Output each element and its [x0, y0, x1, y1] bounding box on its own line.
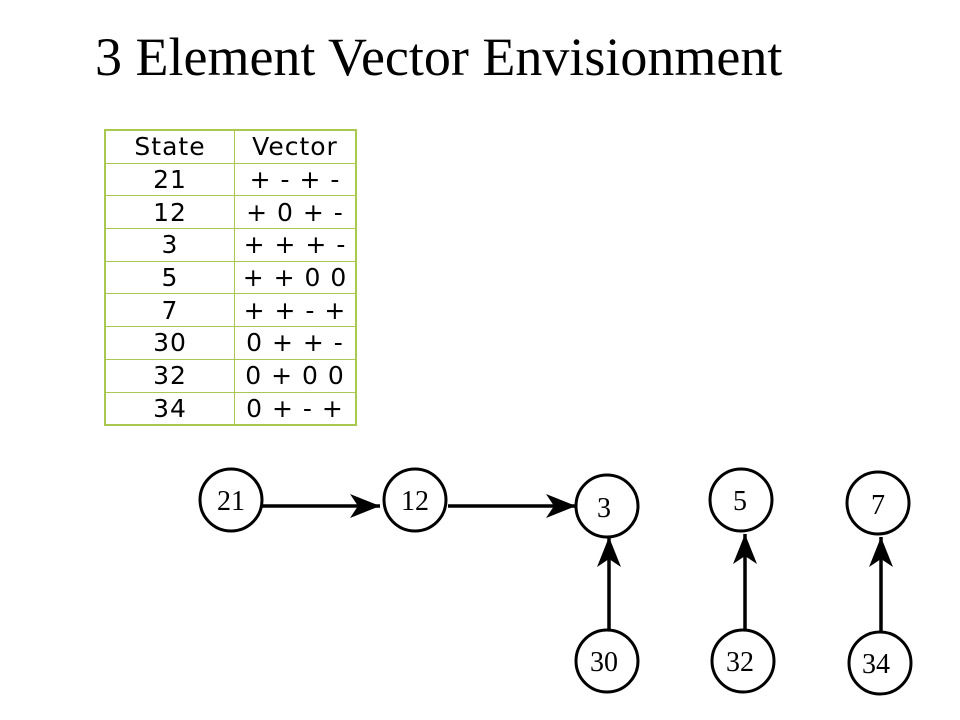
table-row: 5 + + 0 0 [104, 260, 357, 295]
node-label: 12 [401, 486, 429, 517]
node-12: 12 [382, 467, 448, 533]
node-34: 34 [847, 630, 913, 696]
slide-title: 3 Element Vector Envisionment [95, 27, 783, 87]
state-cell: 5 [104, 260, 235, 295]
node-label: 34 [862, 649, 890, 680]
state-cell: 12 [104, 195, 235, 230]
node-label: 7 [871, 490, 885, 521]
table-row: 34 0 + - + [104, 391, 357, 426]
state-cell: 32 [104, 358, 235, 393]
vector-cell: + + - + [234, 293, 357, 328]
table-row: 30 0 + + - [104, 326, 357, 360]
vector-cell: + + 0 0 [234, 260, 357, 295]
state-cell: 7 [104, 293, 235, 328]
node-label: 21 [217, 486, 245, 517]
table-row: 7 + + - + [104, 293, 357, 328]
node-32: 32 [710, 628, 776, 694]
node-label: 32 [726, 647, 754, 678]
vector-cell: 0 + + - [234, 326, 357, 360]
node-30: 30 [574, 628, 640, 694]
table-row: 12 + 0 + - [104, 195, 357, 230]
node-label: 3 [597, 493, 611, 524]
header-vector: Vector [234, 129, 357, 164]
vector-cell: + + + - [234, 228, 357, 262]
node-5: 5 [708, 467, 774, 533]
table-header-row: State Vector [104, 129, 357, 164]
node-label: 30 [590, 647, 618, 678]
node-label: 5 [733, 486, 747, 517]
node-7: 7 [845, 470, 911, 536]
vector-cell: 0 + 0 0 [234, 358, 357, 393]
table-row: 21 + - + - [104, 162, 357, 197]
node-21: 21 [198, 467, 264, 533]
node-3: 3 [574, 473, 640, 539]
vector-cell: + - + - [234, 162, 357, 197]
table-row: 3 + + + - [104, 228, 357, 262]
header-state: State [104, 129, 235, 164]
state-cell: 34 [104, 391, 235, 426]
table-row: 32 0 + 0 0 [104, 358, 357, 393]
state-cell: 30 [104, 326, 235, 360]
vector-cell: 0 + - + [234, 391, 357, 426]
state-vector-table: State Vector 21 + - + - 12 + 0 + - 3 + +… [104, 129, 357, 427]
vector-cell: + 0 + - [234, 195, 357, 230]
state-cell: 21 [104, 162, 235, 197]
